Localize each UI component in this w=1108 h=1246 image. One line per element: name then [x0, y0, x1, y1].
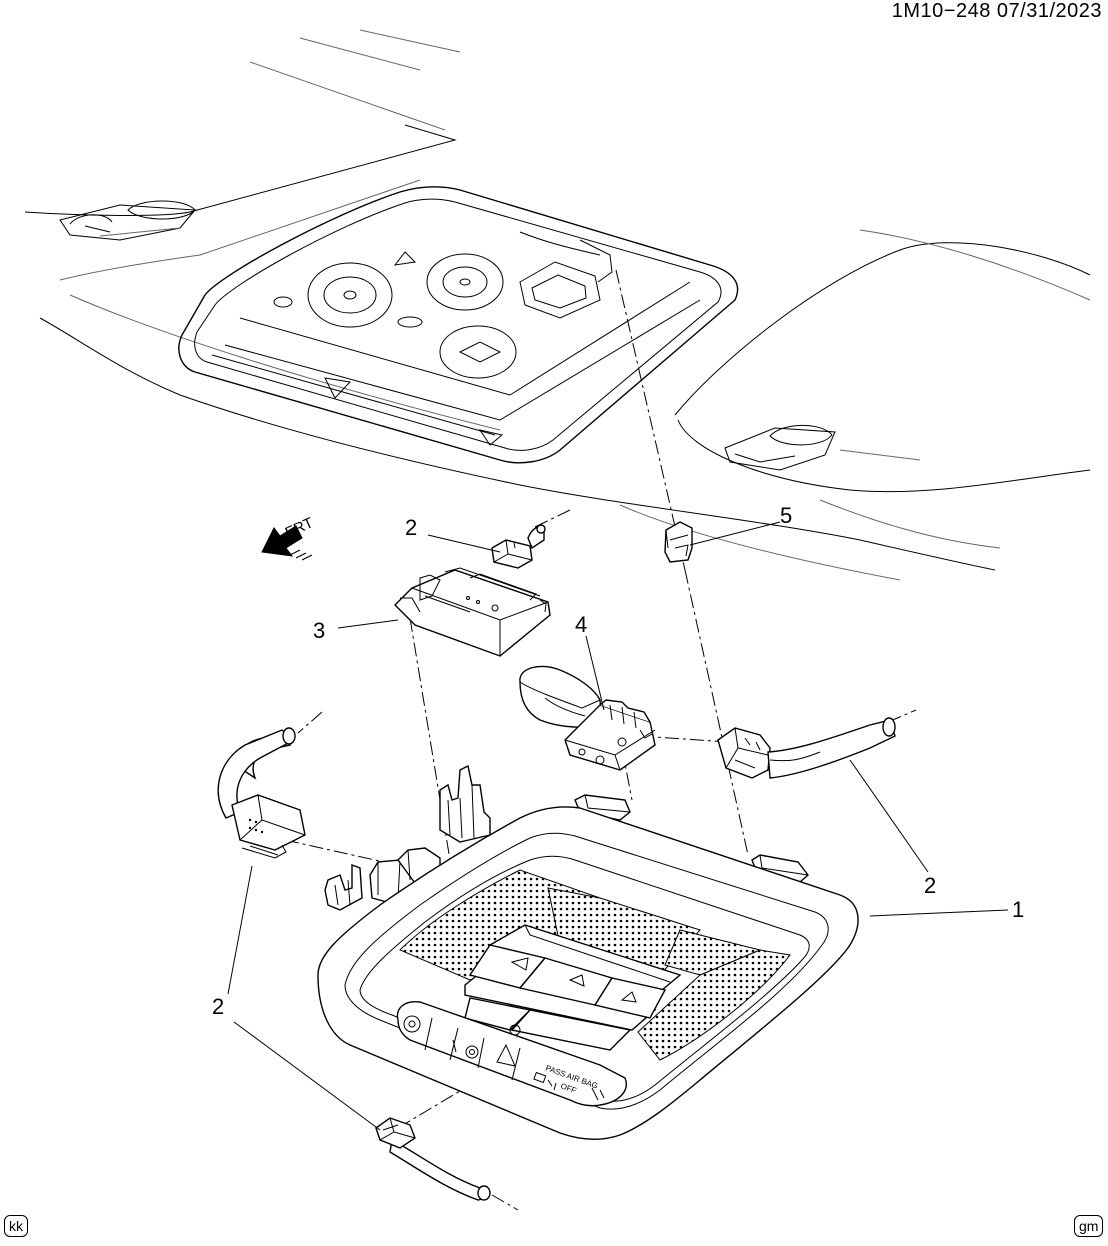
roof-console-opening [178, 186, 739, 464]
leader-lines [227, 521, 1009, 1131]
callout-2-top: 2 [405, 515, 418, 540]
callout-4: 4 [575, 612, 588, 637]
kk-badge: kk [4, 1215, 28, 1237]
callout-2-right: 2 [924, 873, 937, 898]
headliner [24, 29, 1091, 581]
connector-2-top [491, 524, 546, 569]
clip-5 [664, 521, 693, 563]
harness-2-left [217, 727, 306, 859]
gm-logo-badge: gm [1074, 1215, 1104, 1237]
front-arrow-icon: FRT [261, 514, 316, 561]
dome-light-left [59, 200, 197, 241]
harness-2-right [717, 717, 896, 779]
doc-id: 1M10−248 07/31/2023 [891, 0, 1102, 22]
callout-1: 1 [1012, 897, 1025, 922]
module-3 [394, 567, 551, 657]
harness-2-bottom [375, 1117, 491, 1201]
callout-2-left: 2 [212, 994, 225, 1019]
dome-light-right [724, 424, 836, 471]
callout-3: 3 [313, 618, 326, 643]
overhead-console-1: PASS AIR BAG OFF [317, 764, 859, 1140]
connector-4 [519, 665, 656, 771]
callout-5: 5 [780, 503, 793, 528]
